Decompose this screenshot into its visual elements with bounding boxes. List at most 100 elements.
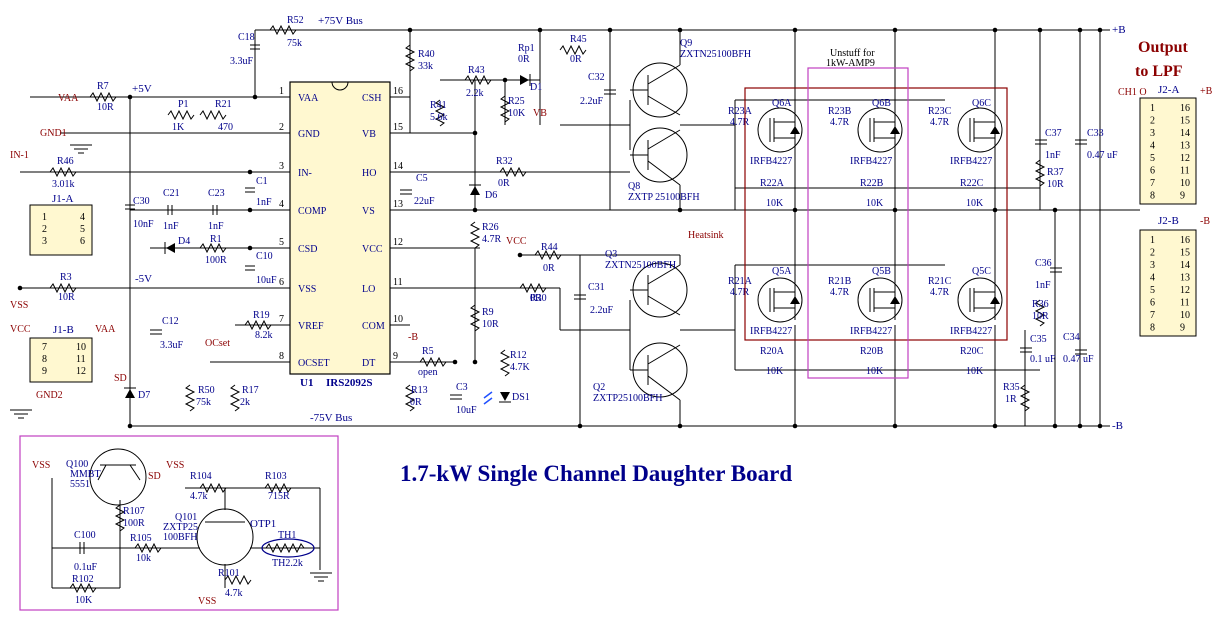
net-vaa: VAA [58,93,79,104]
mosfet-ref: Q5C [972,266,991,277]
net-ch1o: CH1 O [1118,87,1147,98]
mosfet-body [757,107,803,153]
ic-pin-number: 4 [279,199,284,210]
gate-resistor-value: 4.7R [830,287,850,298]
connector-pin: 4 [80,212,85,223]
ic-pin-name: COM [362,321,385,332]
j2a-ref: J2-A [1158,84,1179,96]
ic-pin-name: VB [362,129,376,140]
component-ref-c34: C34 [1063,332,1080,343]
q100-ref: Q100 [66,459,88,470]
gate-resistor-value: 4.7R [930,287,950,298]
mosfet-ref: Q6B [872,98,891,109]
component-ref-r17: R17 [242,385,259,396]
component-ref-ds1: DS1 [512,392,530,403]
mosfet-body [957,107,1003,153]
q101-part: ZXTP25 [163,522,198,533]
component-ref-c1: C1 [256,176,268,187]
component-value-r40: 33k [418,61,433,72]
bus-minus5: -5V [135,273,152,285]
net-gnd1: GND1 [40,128,67,139]
ic-pin-number: 10 [393,314,403,325]
net-vcc: VCC [10,324,31,335]
mosfet-body [757,277,803,323]
ic-pin-name: HO [362,168,376,179]
component-value-c23: 1nF [208,221,224,232]
body-diode-icon [890,126,900,134]
component-ref-r30: R30 [530,293,547,304]
connector-pin: 6 [1150,298,1155,309]
r102-val: 10K [75,595,93,606]
r105-ref: R105 [130,533,152,544]
mosfet-part: IRFB4227 [850,156,892,167]
component-value-r13: 0R [410,397,422,408]
component-value-r1: 100R [205,255,227,266]
net-vaa-2: VAA [95,324,116,335]
component-ref-r41: R41 [430,100,447,111]
component-value-r7: 10R [97,102,114,113]
connector-pin: 7 [1150,310,1155,321]
connector-pin: 15 [1180,248,1190,259]
ic-pin-number: 8 [279,351,284,362]
connector-pin: 10 [1180,178,1190,189]
r107-val: 100R [123,518,145,529]
mosfet-body [957,277,1003,323]
component-ref-rp1: Rp1 [518,43,535,54]
bus-plus75: +75V Bus [318,15,363,27]
ic-pin-name: OCSET [298,358,330,369]
mosfet-ref: Q5A [772,266,792,277]
connector-pin: 1 [42,212,47,223]
heatsink-label: Heatsink [688,230,724,241]
component-value-r36: 10R [1032,311,1049,322]
body-diode-icon [790,296,800,304]
component-ref-r44: R44 [541,242,558,253]
component-ref-r5: R5 [422,346,434,357]
body-diode-icon [890,296,900,304]
connector-pin: 5 [1150,153,1155,164]
component-ref-r25: R25 [508,96,525,107]
ic-pin-name: VS [362,206,375,217]
component-ref-r36: R36 [1032,299,1049,310]
pulldown-resistor-value: 10K [966,366,984,377]
net-in1: IN-1 [10,150,29,161]
bus-minusb: -B [1112,420,1123,432]
component-value-r37: 10R [1047,179,1064,190]
net-vcc-2: VCC [506,236,527,247]
th1-val: TH2.2k [272,558,303,569]
transistor-part: ZXTP25100BFH [593,393,662,404]
component-ref-d1: D1 [530,82,542,93]
connector-pin: 13 [1180,141,1190,152]
ic-pin-number: 9 [393,351,398,362]
ic-pin-name: DT [362,358,375,369]
mosfet-part: IRFB4227 [850,326,892,337]
gate-resistor-ref: R21B [828,276,852,287]
connector-pin: 16 [1180,235,1190,246]
component-value-c1: 1nF [256,197,272,208]
output-title-line1: Output [1138,39,1188,56]
component-ref-r13: R13 [411,385,428,396]
body-diode-icon [990,126,1000,134]
otp-sd: SD [148,471,161,482]
connector-pin: 11 [1180,166,1190,177]
connector-pin: 4 [1150,273,1155,284]
net-vb: VB [533,108,547,119]
heatsink-box [744,87,1008,341]
connector-pin: 6 [1150,166,1155,177]
ic-pin-number: 5 [279,237,284,248]
component-ref-r46: R46 [57,156,74,167]
bus-plus5: +5V [132,83,152,95]
ic-pin-name: VREF [298,321,324,332]
connector-pin: 2 [1150,116,1155,127]
junction-dots [17,27,1103,429]
c100-val: 0.1uF [74,562,98,573]
ic-pin-number: 14 [393,161,403,172]
component-value-r25: 10K [508,108,526,119]
output-title-line2: to LPF [1135,63,1183,80]
connector-pin: 11 [76,354,86,365]
connector-pin: 10 [76,342,86,353]
